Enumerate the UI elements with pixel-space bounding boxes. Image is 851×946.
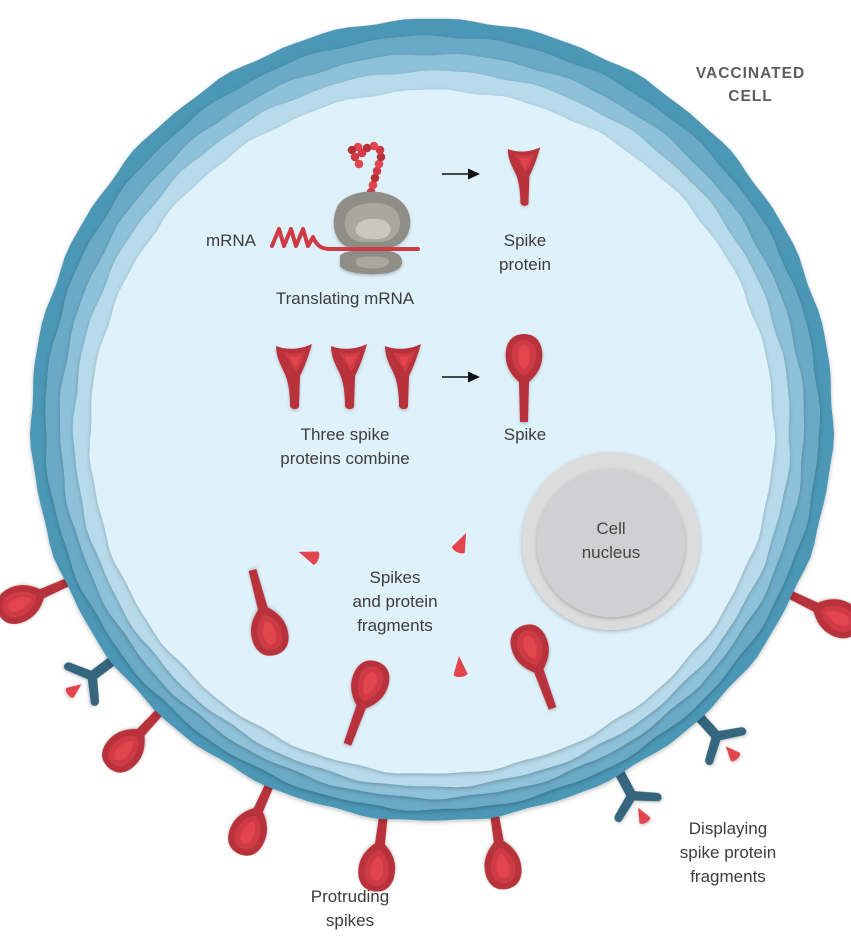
- assembled-spike: [505, 334, 543, 422]
- amino-acid-bead: [376, 152, 386, 162]
- spike-protein-monomer: [385, 344, 421, 409]
- antibody-with-fragment: [610, 761, 662, 824]
- amino-acid-bead: [370, 173, 380, 183]
- label-displaying-fragments: Displaying spike protein fragments: [679, 819, 777, 886]
- label-spikes-and-fragments: Spikes and protein fragments: [352, 568, 438, 635]
- mrna-strand: [270, 227, 420, 251]
- protruding-spikes-group: [0, 573, 851, 892]
- antibody-with-fragment: [64, 650, 125, 706]
- spike-in-cytoplasm: [510, 624, 557, 710]
- cell-membrane: [29, 18, 835, 821]
- amino-acid-bead: [368, 180, 378, 190]
- protruding-spike: [484, 801, 522, 890]
- amino-acid-bead: [374, 159, 384, 169]
- protruding-spike: [778, 586, 851, 639]
- label-cell-nucleus: Cell nucleus: [581, 519, 641, 562]
- ribosome-small-subunit-highlight: [356, 256, 390, 269]
- label-translating-mrna: Translating mRNA: [275, 289, 415, 308]
- protruding-spike: [0, 573, 81, 624]
- label-protruding-spikes: Protruding spikes: [310, 887, 390, 930]
- protruding-spike: [228, 771, 279, 856]
- label-three-spike-proteins-combine: Three spike proteins combine: [280, 425, 410, 468]
- protein-fragment: [452, 533, 467, 554]
- protruding-spike: [358, 803, 396, 892]
- spike-protein-monomer: [276, 344, 312, 409]
- antibodies-group: [64, 650, 747, 824]
- antibody-with-fragment: [688, 705, 747, 766]
- interior-proteins: [248, 147, 557, 746]
- amino-acid-bead: [369, 141, 379, 151]
- diagram-title: VACCINATED CELL: [695, 65, 806, 105]
- spike-in-cytoplasm: [248, 569, 289, 656]
- label-spike-protein: Spike protein: [499, 231, 551, 274]
- nucleus-interior: [537, 469, 685, 617]
- protein-fragment: [453, 656, 468, 677]
- cell-nucleus: [522, 452, 700, 630]
- ribosome-large-subunit-highlight: [355, 218, 391, 240]
- label-spike: Spike: [503, 425, 547, 444]
- arrow-combine: [442, 371, 480, 383]
- arrow-translation: [442, 168, 480, 180]
- amino-acid-bead: [347, 145, 357, 155]
- protein-fragment: [298, 551, 320, 565]
- protruding-spike: [102, 700, 171, 773]
- label-mrna: mRNA: [205, 231, 257, 250]
- amino-acid-bead: [354, 159, 364, 169]
- amino-acid-bead: [372, 166, 382, 176]
- amino-acid-bead: [350, 152, 360, 162]
- spike-in-cytoplasm: [343, 660, 390, 746]
- spike-protein-monomer: [331, 344, 367, 409]
- spike-protein-monomer: [507, 147, 541, 206]
- ribosome-translating-mrna: [270, 141, 420, 275]
